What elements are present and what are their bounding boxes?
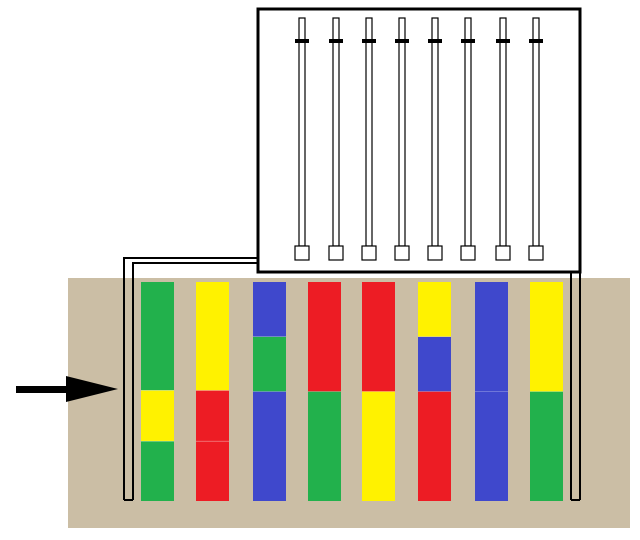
probe-rod bbox=[332, 17, 340, 247]
direction-arrow bbox=[16, 376, 118, 402]
probe-4 bbox=[394, 17, 410, 261]
probe-rod bbox=[298, 17, 306, 247]
probe-3 bbox=[361, 17, 377, 261]
probe-box bbox=[256, 7, 582, 274]
probe-marker bbox=[461, 39, 475, 43]
probe-tip bbox=[528, 245, 544, 261]
core-layer-yellow bbox=[418, 282, 451, 337]
core-column-4 bbox=[308, 282, 341, 501]
probe-rod bbox=[398, 17, 406, 247]
core-layer-blue bbox=[418, 336, 451, 392]
probe-tip bbox=[460, 245, 476, 261]
core-layer-green bbox=[253, 336, 286, 392]
core-layer-blue bbox=[253, 391, 286, 501]
probe-marker bbox=[428, 39, 442, 43]
frame-right-rail bbox=[570, 272, 581, 500]
probe-1 bbox=[294, 17, 310, 261]
core-column-5 bbox=[362, 282, 395, 501]
core-layer-red bbox=[418, 391, 451, 501]
core-layer-blue bbox=[253, 282, 286, 337]
core-column-8 bbox=[530, 282, 563, 501]
core-layer-green bbox=[141, 282, 174, 391]
core-layer-yellow bbox=[196, 282, 229, 391]
probe-rod bbox=[365, 17, 373, 247]
core-layer-red bbox=[362, 282, 395, 392]
probe-tip bbox=[427, 245, 443, 261]
core-column-7 bbox=[475, 282, 508, 501]
probe-marker bbox=[496, 39, 510, 43]
arrow-right-icon bbox=[16, 376, 118, 402]
probe-tip bbox=[361, 245, 377, 261]
probe-tip bbox=[328, 245, 344, 261]
core-layer-red bbox=[308, 282, 341, 392]
probe-2 bbox=[328, 17, 344, 261]
core-layer-blue bbox=[475, 282, 508, 392]
core-layer-yellow bbox=[530, 282, 563, 392]
core-layer-yellow bbox=[362, 391, 395, 501]
core-layer-green bbox=[530, 391, 563, 501]
probe-marker bbox=[295, 39, 309, 43]
probe-marker bbox=[362, 39, 376, 43]
probe-marker bbox=[395, 39, 409, 43]
probe-8 bbox=[528, 17, 544, 261]
frame-left-rail bbox=[123, 257, 258, 500]
probe-box-outline bbox=[256, 7, 582, 274]
core-layer-green bbox=[141, 441, 174, 501]
core-column-2 bbox=[196, 282, 229, 501]
core-layer-red bbox=[196, 390, 229, 442]
core-layer-blue bbox=[475, 391, 508, 501]
core-layer-red bbox=[196, 441, 229, 501]
probe-rod bbox=[431, 17, 439, 247]
core-column-6 bbox=[418, 282, 451, 501]
core-layer-yellow bbox=[141, 390, 174, 442]
probe-tip bbox=[294, 245, 310, 261]
probe-tip bbox=[394, 245, 410, 261]
core-column-1 bbox=[141, 282, 174, 501]
probe-rod bbox=[464, 17, 472, 247]
probe-7 bbox=[495, 17, 511, 261]
probe-rod bbox=[499, 17, 507, 247]
probe-rod bbox=[532, 17, 540, 247]
core-layer-green bbox=[308, 391, 341, 501]
core-column-3 bbox=[253, 282, 286, 501]
core-columns bbox=[141, 282, 563, 501]
probe-marker bbox=[329, 39, 343, 43]
probe-marker bbox=[529, 39, 543, 43]
probe-tip bbox=[495, 245, 511, 261]
probe-5 bbox=[427, 17, 443, 261]
probe-6 bbox=[460, 17, 476, 261]
